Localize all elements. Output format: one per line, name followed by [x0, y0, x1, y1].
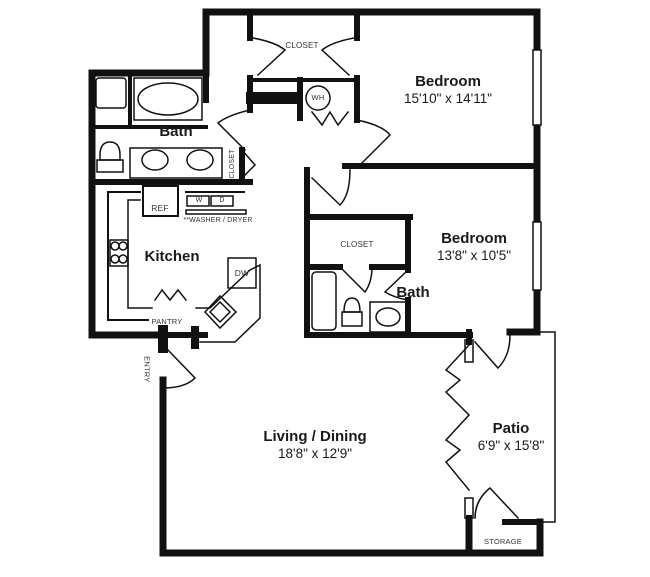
- label-closet-bath: CLOSET: [228, 149, 236, 179]
- appliances: [95, 77, 407, 333]
- room-dimensions: 18'8" x 12'9": [277, 446, 353, 462]
- room-bedroom-1: Bedroom 15'10" x 14'11": [404, 73, 492, 107]
- room-kitchen: Kitchen: [144, 248, 199, 266]
- label-water-heater: WH: [311, 93, 325, 102]
- interior-walls: [89, 9, 543, 556]
- room-name: Bath: [159, 123, 193, 140]
- label-washer: W: [195, 197, 203, 204]
- room-name: Kitchen: [144, 248, 200, 265]
- room-dimensions: 15'10" x 14'11": [403, 91, 493, 107]
- label-pantry: PANTRY: [151, 317, 183, 326]
- room-patio: Patio 6'9" x 15'8": [478, 420, 545, 454]
- room-name: Bath: [396, 284, 430, 301]
- label-closet-top: CLOSET: [285, 41, 319, 50]
- label-dishwasher: DW: [234, 268, 250, 278]
- doors: [153, 37, 520, 520]
- room-bedroom-2: Bedroom 13'8" x 10'5": [437, 230, 511, 264]
- label-entry: ENTRY: [142, 356, 152, 383]
- room-bath-1: Bath: [159, 123, 192, 141]
- patio-outline: [539, 331, 556, 523]
- room-name: Bedroom: [441, 230, 507, 247]
- label-washer-dryer: **WASHER / DRYER: [183, 217, 253, 224]
- room-dimensions: 6'9" x 15'8": [477, 438, 545, 454]
- room-name: Living / Dining: [263, 428, 367, 445]
- room-name: Patio: [492, 420, 530, 437]
- room-bath-2: Bath: [396, 284, 429, 302]
- label-storage: STORAGE: [484, 537, 522, 546]
- room-living-dining: Living / Dining 18'8" x 12'9": [263, 428, 366, 462]
- label-dryer: D: [219, 197, 225, 204]
- room-dimensions: 13'8" x 10'5": [436, 248, 512, 264]
- label-closet-bedroom2: CLOSET: [340, 240, 374, 249]
- room-name: Bedroom: [415, 73, 481, 90]
- label-refrigerator: REF: [151, 203, 169, 213]
